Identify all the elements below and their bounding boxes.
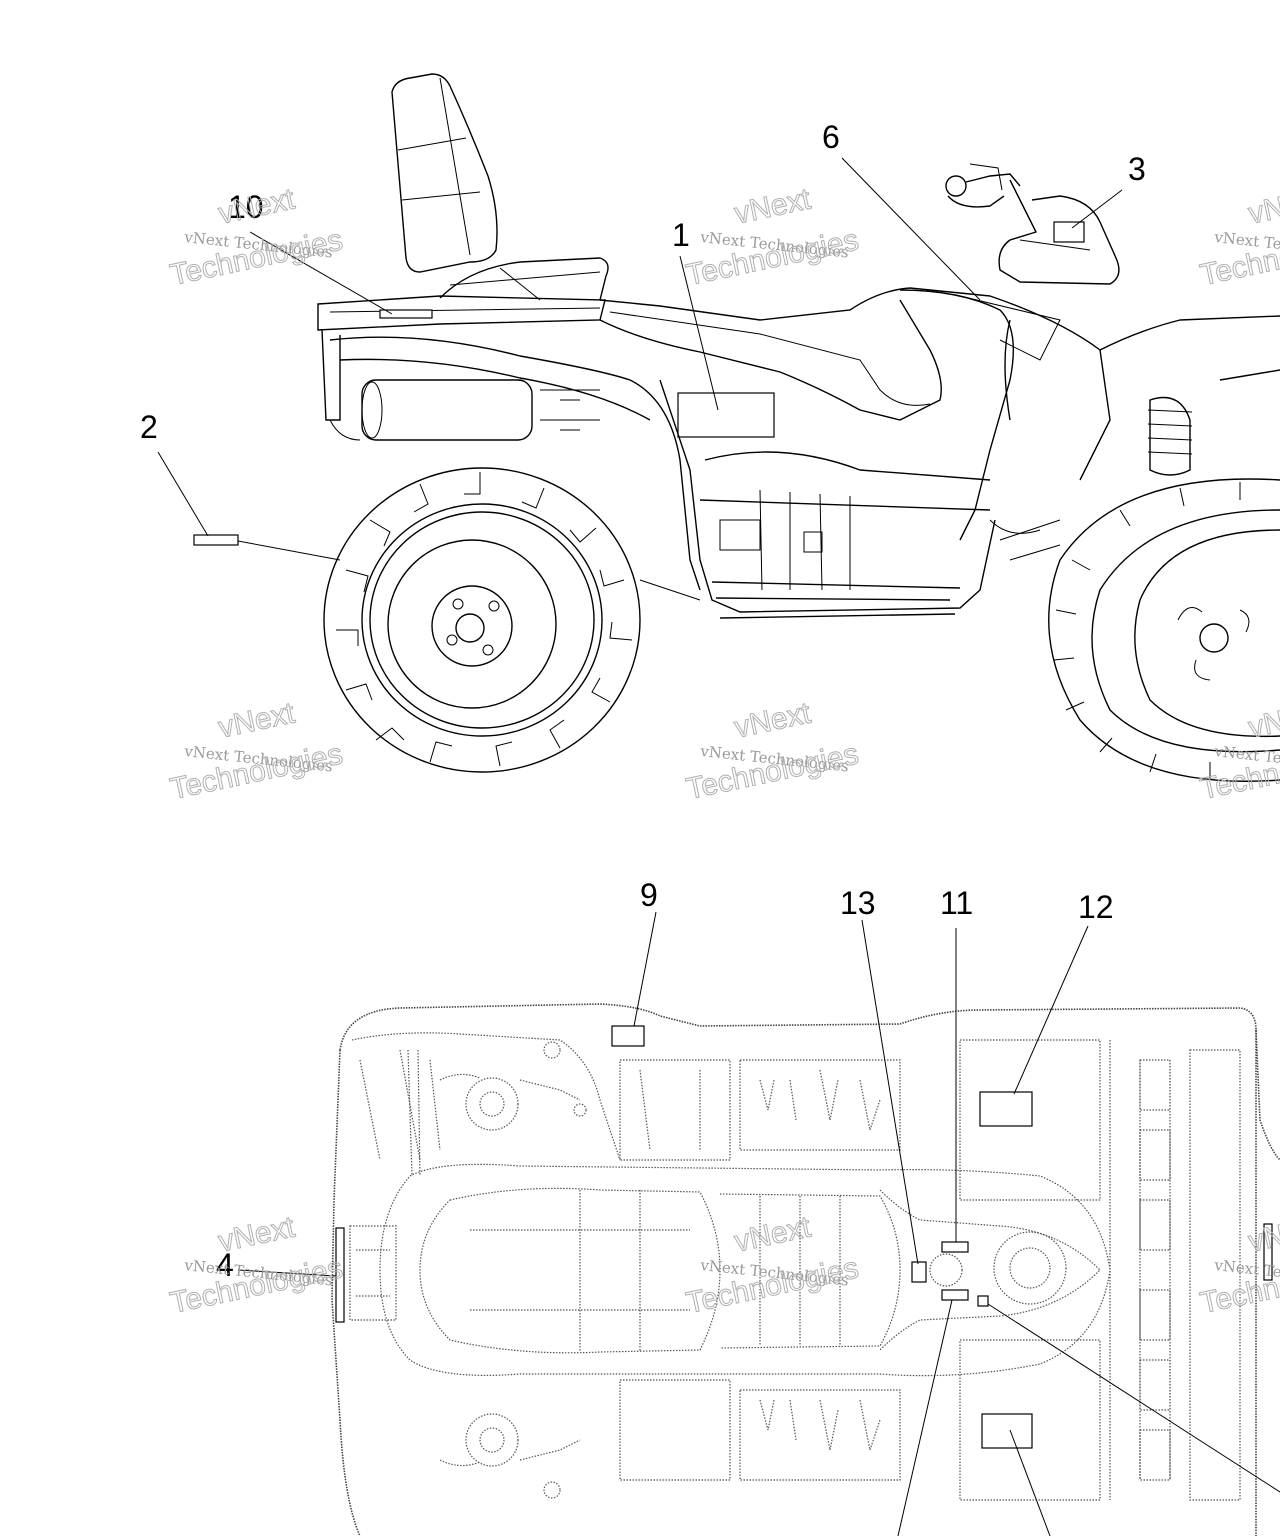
decal-10-marker: [379, 309, 433, 319]
leader-bottom-c: [987, 1303, 1280, 1493]
handlebar: [945, 163, 1120, 285]
callout-4: 4: [216, 1247, 234, 1283]
main-body: [599, 287, 1280, 541]
decal-small-marker: [977, 1295, 989, 1307]
callout-12: 12: [1078, 889, 1114, 925]
watermark-ml: vNext Technologies vNext Technologies: [167, 696, 346, 807]
leader-bottom-a: [897, 1299, 953, 1536]
decal-9-marker: [611, 1025, 645, 1047]
watermark-big-top: vNext: [1246, 182, 1280, 230]
decal-front-marker: [1263, 1223, 1273, 1281]
watermark-big-top: vNext: [1246, 696, 1280, 744]
chassis-line: [639, 579, 701, 601]
watermark-tr: vNext Technologies vNext Technologies: [1197, 182, 1280, 293]
leader-2b: [237, 540, 341, 561]
decal-lower-center-marker: [941, 1289, 969, 1301]
leader-lines-top: [237, 911, 1280, 1536]
rear-right-hub: [439, 1413, 581, 1499]
watermark-tc: vNext Technologies vNext Technologies: [683, 182, 862, 293]
watermark-big-top: vNext: [732, 1210, 815, 1258]
leader-4: [237, 1269, 337, 1277]
leader-3: [1071, 189, 1123, 229]
decal-2-marker: [193, 534, 239, 546]
leader-6: [841, 157, 981, 301]
decal-lower-right-marker: [981, 1413, 1033, 1449]
watermark-mr: vNext Technologies vNext Technologies: [1197, 696, 1280, 807]
atv-top-view: [331, 1003, 1280, 1536]
watermark-br: vNext Technologies vNext Technologies: [1197, 1210, 1280, 1321]
decal-12-marker: [979, 1091, 1033, 1127]
leader-10: [249, 231, 393, 315]
watermark-tl: vNext Technologies vNext Technologies: [167, 182, 346, 293]
watermark-big-top: vNext: [732, 182, 815, 230]
leader-1: [679, 255, 719, 411]
footrest: [659, 379, 996, 619]
callout-3: 3: [1128, 151, 1146, 187]
callout-10: 10: [228, 189, 264, 225]
muffler: [361, 379, 600, 441]
backrest: [391, 73, 498, 273]
leader-lines-side: [157, 157, 1123, 561]
decal-13-marker: [911, 1261, 927, 1283]
front-suspension: [999, 349, 1280, 561]
watermark-big-top: vNext: [732, 696, 815, 744]
watermark-big-top: vNext: [1246, 1210, 1280, 1258]
decal-1-marker: [677, 392, 775, 438]
decal-4-marker: [335, 1227, 345, 1323]
decal-3-marker: [1053, 221, 1085, 243]
leader-bottom-b: [1009, 1429, 1051, 1536]
callout-6: 6: [822, 119, 840, 155]
watermark-bc: vNext Technologies vNext Technologies: [683, 1210, 862, 1321]
front-fender-edge: [989, 519, 1041, 534]
leader-12: [1013, 925, 1089, 1095]
callout-1: 1: [672, 217, 690, 253]
callout-2: 2: [140, 409, 158, 445]
leader-13: [861, 919, 919, 1265]
watermark-big-top: vNext: [216, 1210, 299, 1258]
leader-2a: [157, 451, 209, 537]
atv-side-view: [317, 73, 1280, 782]
watermark-layer: vNext Technologies vNext Technologies vN…: [167, 182, 1280, 1321]
rear-left-hub: [439, 1041, 587, 1131]
front-wheel: [1048, 478, 1280, 782]
rear-wheel: [323, 467, 641, 773]
rear-fender: [329, 336, 701, 591]
callout-13: 13: [840, 885, 876, 921]
watermark-bl: vNext Technologies vNext Technologies: [167, 1210, 346, 1321]
watermark-mc: vNext Technologies vNext Technologies: [683, 696, 862, 807]
callout-9: 9: [640, 877, 658, 913]
leader-9: [633, 911, 657, 1027]
callout-11: 11: [940, 885, 973, 921]
decal-11-marker: [941, 1241, 969, 1253]
watermark-big-top: vNext: [216, 696, 299, 744]
